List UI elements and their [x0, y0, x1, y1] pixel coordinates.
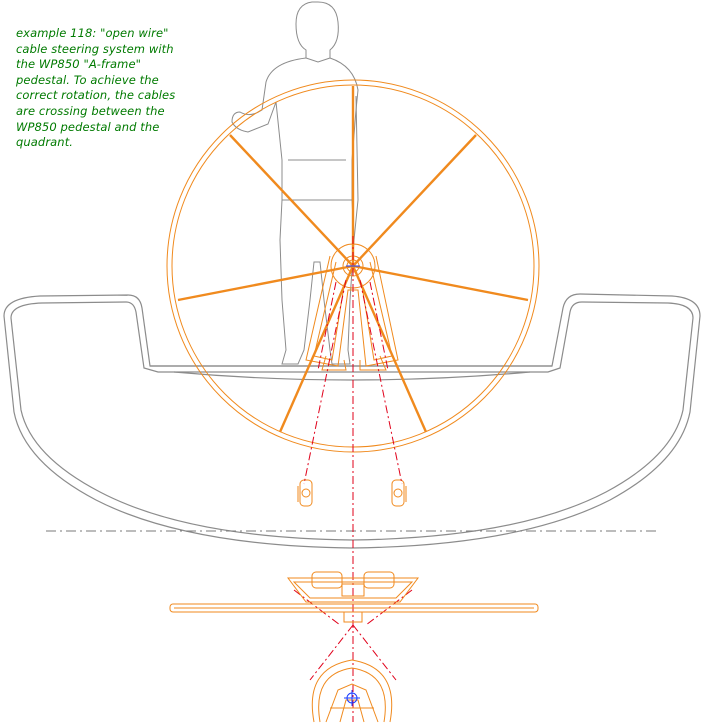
caption-line: quadrant.: [16, 135, 74, 150]
caption-line: example 118: "open wire": [16, 26, 169, 40]
caption-text: example 118: "open wire" cable steering …: [16, 26, 216, 151]
plan-pedestal: [169, 571, 539, 623]
cable-paths: [293, 236, 413, 722]
caption-line: cable steering system with: [16, 41, 174, 56]
turning-block-right: [391, 479, 407, 507]
human-figure: [231, 1, 359, 365]
hull-section: [3, 293, 701, 549]
caption-line: pedestal. To achieve the: [16, 72, 159, 87]
caption-line: are crossing between the: [16, 103, 165, 118]
rudder-axis-marker: [344, 690, 360, 706]
turning-block-left: [297, 479, 313, 507]
caption-line: correct rotation, the cables: [16, 88, 176, 103]
caption-line: the WP850 "A-frame": [16, 57, 142, 72]
caption-line: WP850 pedestal and the: [16, 119, 160, 134]
